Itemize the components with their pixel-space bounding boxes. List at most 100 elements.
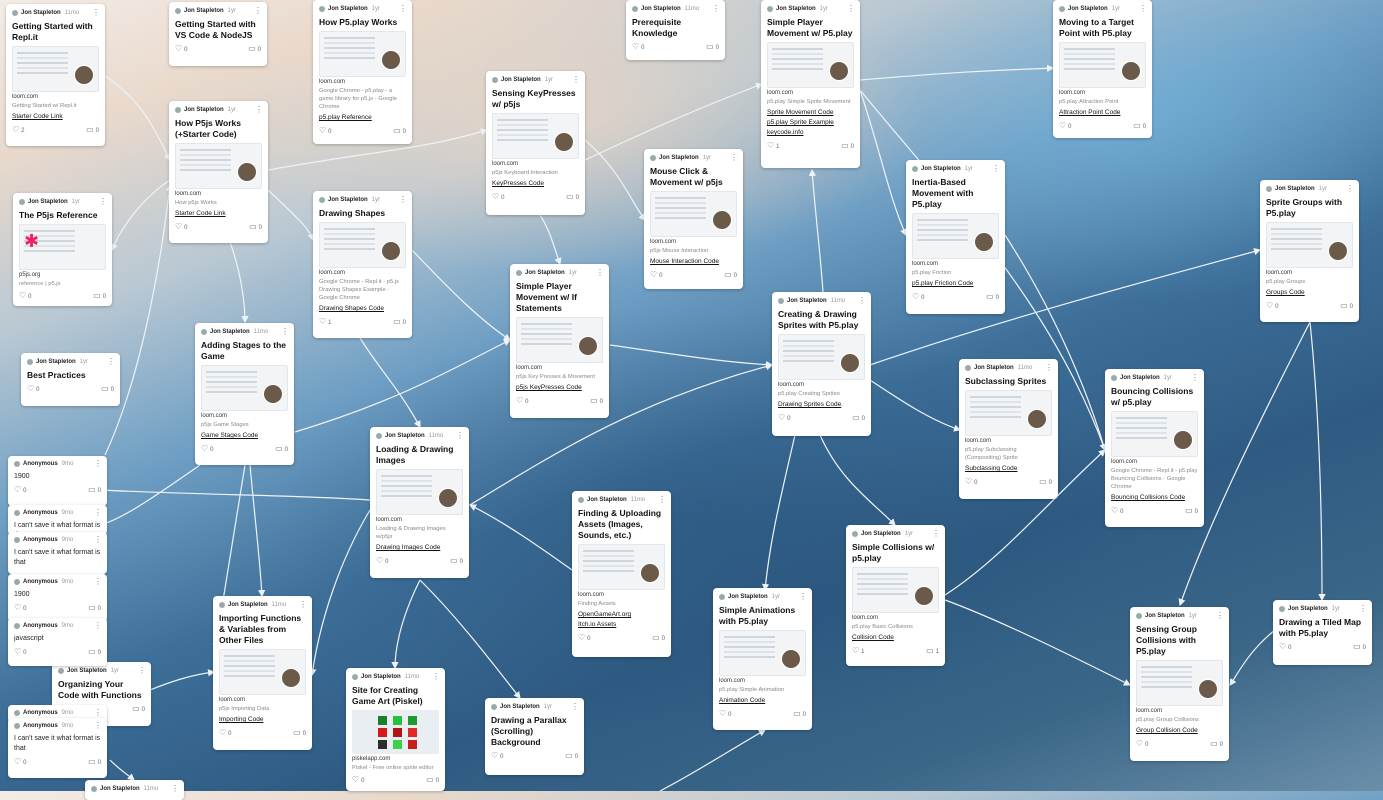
comment-button[interactable]: ▭0 [1039,477,1052,486]
attachment-link[interactable]: Starter Code Link [12,113,63,120]
like-button[interactable]: ♡0 [719,709,732,718]
more-options-icon[interactable]: ⋮ [138,666,146,675]
like-button[interactable]: ♡0 [19,291,32,300]
comment-button[interactable]: ▭0 [566,192,579,201]
more-options-icon[interactable]: ⋮ [572,75,580,84]
like-button[interactable]: ♡0 [14,647,27,656]
like-button[interactable]: ♡0 [175,44,188,53]
more-options-icon[interactable]: ⋮ [571,702,579,711]
attachment-link[interactable]: Groups Code [1266,289,1305,296]
more-options-icon[interactable]: ⋮ [596,268,604,277]
like-button[interactable]: ♡0 [965,477,978,486]
comment-button[interactable]: ▭0 [590,396,603,405]
more-options-icon[interactable]: ⋮ [1045,363,1053,372]
comment-button[interactable]: ▭0 [248,44,261,53]
attachment-link[interactable]: p5js KeyPresses Code [516,384,582,391]
like-button[interactable]: ♡0 [376,556,389,565]
like-button[interactable]: ♡0 [1279,642,1292,651]
like-button[interactable]: ♡0 [14,603,27,612]
comment-button[interactable]: ▭0 [1353,642,1366,651]
more-options-icon[interactable]: ⋮ [94,621,102,630]
more-options-icon[interactable]: ⋮ [432,672,440,681]
more-options-icon[interactable]: ⋮ [799,592,807,601]
more-options-icon[interactable]: ⋮ [932,529,940,538]
like-button[interactable]: ♡0 [14,485,27,494]
attachment-link[interactable]: Game Stages Code [201,432,259,439]
more-options-icon[interactable]: ⋮ [94,721,102,730]
attachment-link[interactable]: Subclassing Code [965,465,1018,472]
comment-button[interactable]: ▭0 [986,292,999,301]
more-options-icon[interactable]: ⋮ [171,784,179,793]
attachment-link[interactable]: Importing Code [219,716,264,723]
more-options-icon[interactable]: ⋮ [1359,604,1367,613]
comment-button[interactable]: ▭0 [88,757,101,766]
more-options-icon[interactable]: ⋮ [94,535,102,544]
like-button[interactable]: ♡0 [778,413,791,422]
like-button[interactable]: ♡0 [912,292,925,301]
more-options-icon[interactable]: ⋮ [1346,184,1354,193]
comment-button[interactable]: ▭0 [88,647,101,656]
more-options-icon[interactable]: ⋮ [1216,611,1224,620]
comment-button[interactable]: ▭0 [86,125,99,134]
like-button[interactable]: ♡1 [767,141,780,150]
comment-button[interactable]: ▭0 [393,317,406,326]
more-options-icon[interactable]: ⋮ [94,459,102,468]
more-options-icon[interactable]: ⋮ [992,164,1000,173]
like-button[interactable]: ♡0 [1266,301,1279,310]
like-button[interactable]: ♡0 [14,757,27,766]
like-button[interactable]: ♡0 [491,751,504,760]
comment-button[interactable]: ▭0 [393,126,406,135]
attachment-link[interactable]: Drawing Sprites Code [778,401,842,408]
attachment-link[interactable]: p5.play Sprite Example [767,119,834,126]
more-options-icon[interactable]: ⋮ [858,296,866,305]
attachment-link[interactable]: Sprite Movement Code [767,109,834,116]
more-options-icon[interactable]: ⋮ [1139,4,1147,13]
comment-button[interactable]: ▭0 [101,384,114,393]
comment-button[interactable]: ▭0 [426,775,439,784]
like-button[interactable]: ♡0 [175,222,188,231]
more-options-icon[interactable]: ⋮ [99,197,107,206]
comment-button[interactable]: ▭0 [450,556,463,565]
more-options-icon[interactable]: ⋮ [847,4,855,13]
like-button[interactable]: ♡1 [852,646,865,655]
like-button[interactable]: ♡2 [12,125,25,134]
more-options-icon[interactable]: ⋮ [281,327,289,336]
attachment-link[interactable]: Drawing Shapes Code [319,305,385,312]
more-options-icon[interactable]: ⋮ [94,577,102,586]
more-options-icon[interactable]: ⋮ [399,195,407,204]
like-button[interactable]: ♡0 [352,775,365,784]
more-options-icon[interactable]: ⋮ [299,600,307,609]
comment-button[interactable]: ▭0 [706,42,719,51]
comment-button[interactable]: ▭1 [926,646,939,655]
like-button[interactable]: ♡0 [492,192,505,201]
attachment-link[interactable]: Collision Code [852,634,894,641]
like-button[interactable]: ♡0 [632,42,645,51]
like-button[interactable]: ♡0 [319,126,332,135]
attachment-link[interactable]: Animation Code [719,697,766,704]
more-options-icon[interactable]: ⋮ [107,357,115,366]
more-options-icon[interactable]: ⋮ [456,431,464,440]
like-button[interactable]: ♡0 [1059,121,1072,130]
comment-button[interactable]: ▭0 [793,709,806,718]
like-button[interactable]: ♡0 [1136,739,1149,748]
comment-button[interactable]: ▭0 [1133,121,1146,130]
attachment-link[interactable]: Attraction Point Code [1059,109,1121,116]
